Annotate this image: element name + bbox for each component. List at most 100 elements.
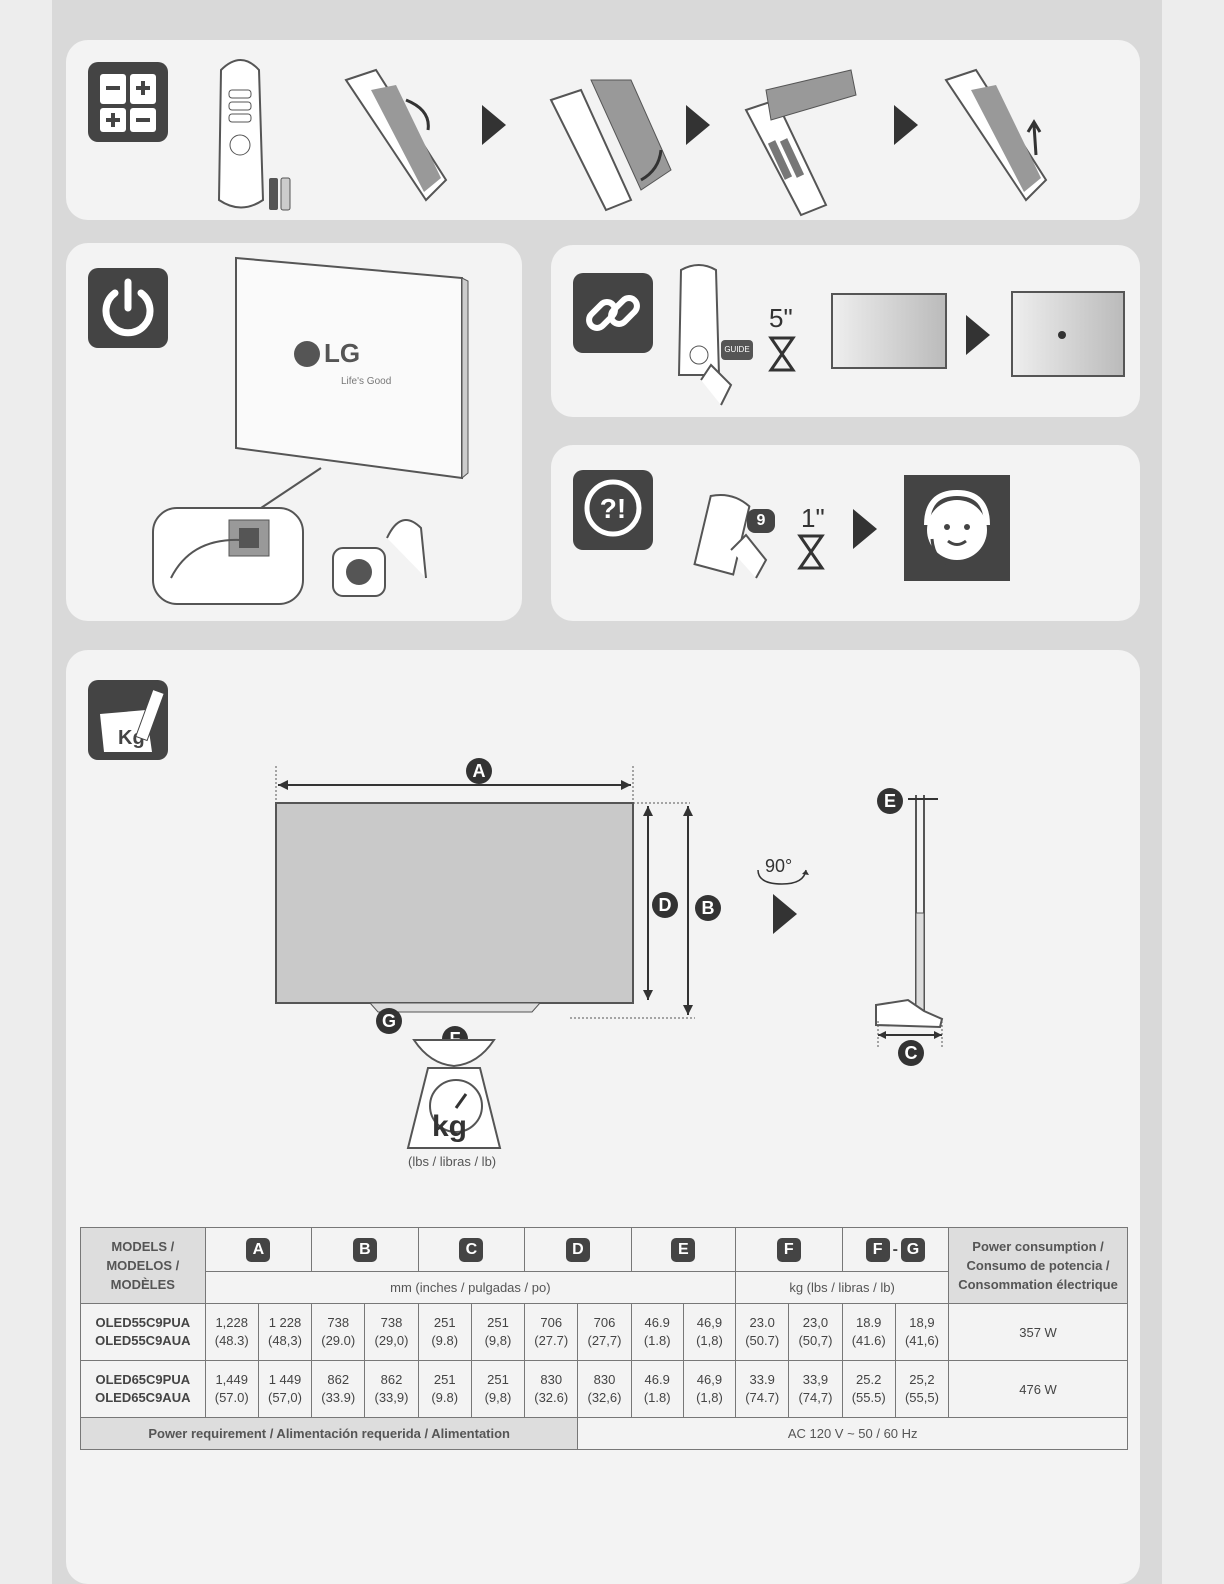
pairing-panel: GUIDE 5": [551, 245, 1140, 417]
models-header-line: MODELS /: [111, 1239, 175, 1254]
table-cell: 251(9.8): [417, 1360, 472, 1418]
col-letter: G: [900, 1237, 925, 1262]
table-cell: 1,228(48.3): [204, 1303, 259, 1361]
table-cell: 46,9 (1,8): [682, 1360, 737, 1418]
model-name: OLED65C9PUA: [95, 1372, 191, 1387]
power-button-closeup: [152, 467, 427, 605]
table-cell: 251 (9,8): [470, 1303, 526, 1361]
col-letter: E: [671, 1237, 696, 1262]
table-cell: 18,9 (41,6): [894, 1303, 950, 1361]
tv-illustration: [235, 256, 469, 480]
cell-value: 251: [433, 1372, 456, 1387]
model-name: OLED65C9AUA: [95, 1390, 191, 1405]
cell-value: (29,0): [374, 1333, 409, 1348]
cell-value: 251: [487, 1315, 509, 1330]
cell-value: (1.8): [643, 1390, 671, 1405]
help-hold-time: 1": [801, 503, 825, 533]
cell-value: 1 449: [268, 1372, 302, 1387]
power-requirement-value: AC 120 V ~ 50 / 60 Hz: [577, 1417, 1128, 1450]
cell-value: (1,8): [696, 1333, 723, 1348]
step-arrow: [853, 509, 877, 549]
models-header-line: MODELOS /: [106, 1258, 180, 1273]
cell-value: 706: [540, 1315, 563, 1330]
link-icon: [573, 273, 653, 353]
cell-value: (55,5): [904, 1390, 939, 1405]
tv-screen-before: [831, 293, 947, 369]
step-arrow: [482, 105, 506, 145]
table-cell: 1 449(57,0): [257, 1360, 313, 1418]
model-name: OLED55C9PUA: [95, 1315, 191, 1330]
nine-key: 9: [747, 509, 775, 533]
dim-label-a: A: [466, 758, 492, 784]
dim-label-e: E: [877, 788, 903, 814]
power-panel: LG Life's Good: [66, 243, 522, 621]
cell-value: (27,7): [587, 1333, 622, 1348]
cell-value: 46,9: [696, 1372, 723, 1387]
power-header-line: Power consumption /: [972, 1239, 1104, 1254]
col-letter: A: [246, 1237, 271, 1262]
table-cell: 1 228(48,3): [257, 1303, 313, 1361]
power-icon: [88, 268, 168, 348]
table-cell: 33,9(74,7): [788, 1360, 843, 1418]
power-requirement-label: Power requirement / Alimentación requeri…: [79, 1417, 579, 1450]
cell-value: 830: [593, 1372, 616, 1387]
help-icon: ?!: [573, 470, 653, 550]
models-header: MODELS / MODELOS / MODÈLES: [80, 1227, 206, 1304]
cell-value: 18.9: [856, 1315, 882, 1330]
pointer-dot: [1058, 331, 1066, 339]
battery-polarity-icon: [88, 62, 168, 142]
cell-value: 18,9: [909, 1315, 935, 1330]
cell-value: (74,7): [798, 1390, 833, 1405]
table-cell: 25.2(55.5): [841, 1360, 896, 1418]
power-value: 476 W: [948, 1360, 1128, 1418]
table-cell: 1,449(57.0): [204, 1360, 259, 1418]
cell-value: (1.8): [643, 1333, 671, 1348]
cell-value: 251: [487, 1372, 509, 1387]
cell-value: (1,8): [696, 1390, 723, 1405]
col-letter: B: [352, 1237, 377, 1262]
cell-value: (9,8): [484, 1333, 512, 1348]
step-arrow: [773, 894, 797, 934]
power-header-line: Consommation électrique: [958, 1277, 1118, 1292]
cell-value: 25,2: [909, 1372, 935, 1387]
cell-value: 23.0: [749, 1315, 775, 1330]
cell-value: (41,6): [904, 1333, 939, 1348]
table-cell: 23.0(50.7): [735, 1303, 790, 1361]
tv-side-view: [875, 795, 944, 1047]
support-agent-icon: [904, 475, 1010, 581]
cell-value: 1,449: [215, 1372, 248, 1387]
cell-value: (33,9): [374, 1390, 409, 1405]
cell-value: (33.9): [321, 1390, 356, 1405]
col-header-d: D: [524, 1227, 632, 1272]
dim-label-b: B: [695, 895, 721, 921]
scale-unit: kg: [432, 1110, 468, 1143]
table-cell: 830(32,6): [577, 1360, 632, 1418]
hourglass-icon: [768, 336, 796, 372]
unit-kg: kg (lbs / libras / lb): [735, 1271, 950, 1304]
table-cell: 706(27,7): [577, 1303, 632, 1361]
lg-logo-mark: [294, 340, 320, 367]
col-letter: F: [865, 1237, 890, 1262]
table-row: OLED55C9PUA OLED55C9AUA 1,228(48.3) 1 22…: [80, 1303, 1128, 1361]
table-cell: 46.9(1.8): [630, 1360, 684, 1418]
table-cell: 738(29.0): [311, 1303, 366, 1361]
cell-value: 862: [380, 1372, 403, 1387]
cell-value: 1 228: [268, 1315, 302, 1330]
table-cell: 251 (9,8): [470, 1360, 526, 1418]
cell-value: (74.7): [745, 1390, 780, 1405]
col-letter: C: [459, 1237, 484, 1262]
cell-value: (9,8): [484, 1390, 512, 1405]
models-header-line: MODÈLES: [110, 1277, 175, 1292]
col-header-c: C: [417, 1227, 526, 1272]
remote-illustration: [217, 59, 291, 211]
cell-value: 1,228: [215, 1315, 248, 1330]
cell-value: 862: [327, 1372, 350, 1387]
dim-label-g: G: [376, 1008, 402, 1034]
col-dash: -: [892, 1240, 898, 1258]
cell-value: (41.6): [851, 1333, 886, 1348]
cell-value: (55.5): [851, 1390, 886, 1405]
col-header-e: E: [630, 1227, 737, 1272]
table-cell: 830(32.6): [524, 1360, 579, 1418]
rotation-arrow-icon: [757, 869, 809, 885]
power-value: 357 W: [948, 1303, 1128, 1361]
